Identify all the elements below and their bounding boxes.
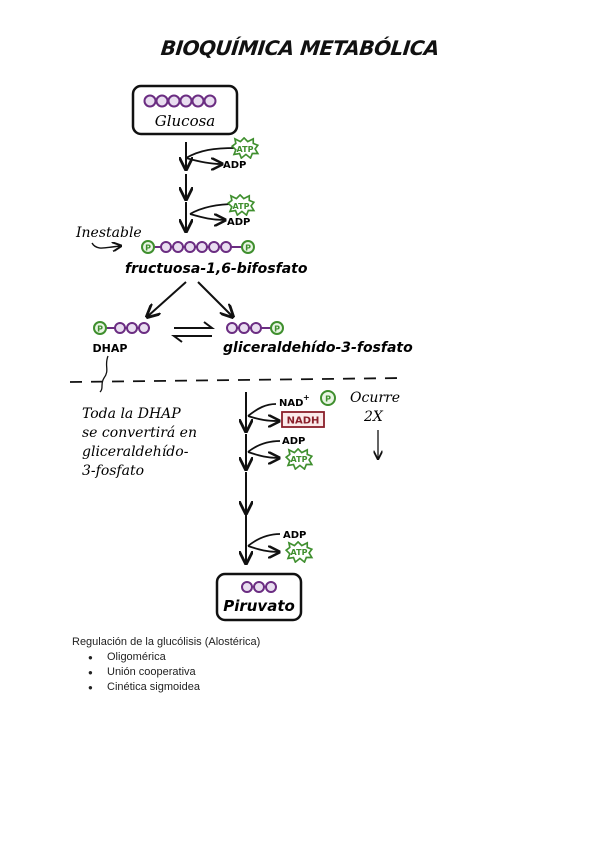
step-6: NAD + P NADH	[246, 390, 336, 430]
glycolysis-diagram: Glucosa ATP ADP ATP ADP Inestable P P	[69, 84, 413, 622]
adp-label: ADP	[223, 160, 246, 171]
occurs-twice-note: Ocurre 2X	[350, 390, 400, 458]
step-10: ADP ATP	[246, 526, 313, 562]
phosphate-icon	[270, 321, 284, 335]
note-line: gliceraldehído-	[82, 444, 189, 460]
phosphate-label: P	[325, 395, 331, 404]
step-1: ATP ADP	[186, 137, 259, 171]
pyruvate-label: Piruvato	[223, 597, 295, 615]
regulation-list: Oligomérica Unión cooperativa Cinética s…	[72, 650, 260, 695]
step-3: ATP ADP	[186, 194, 255, 230]
g3p-label: gliceraldehído-3-fosfato	[223, 340, 413, 356]
glucose-carbon-chain	[143, 94, 217, 108]
note-line: Toda la DHAP	[82, 406, 181, 422]
equilibrium-arrows	[171, 321, 215, 343]
phosphate-icon	[141, 240, 155, 254]
dhap-label: DHAP	[93, 342, 128, 355]
dhap-molecule: P	[93, 321, 150, 335]
note-line: se convertirá en	[82, 425, 197, 441]
list-item: Oligomérica	[88, 650, 260, 665]
unstable-label: Inestable	[75, 225, 142, 241]
phosphate-icon	[93, 321, 107, 335]
phosphate-icon	[241, 240, 255, 254]
adp-label: ADP	[283, 530, 306, 541]
unstable-arrow	[91, 243, 120, 248]
glucose-box: Glucosa	[131, 84, 239, 136]
fructose-label: fructuosa-1,6-bifosfato	[125, 261, 308, 277]
regulation-section: Regulación de la glucólisis (Alostérica)…	[72, 636, 260, 695]
pyruvate-box: Piruvato	[215, 572, 303, 622]
nadh-box	[281, 411, 325, 428]
list-item: Unión cooperativa	[88, 665, 260, 680]
fructose-chain: P P	[141, 240, 255, 254]
phosphate-label: P	[97, 325, 103, 334]
nad-label: NAD	[279, 398, 303, 409]
phosphate-label: P	[145, 244, 151, 253]
adp-label: ADP	[282, 436, 305, 447]
note-line: 3-fosfato	[82, 463, 144, 479]
phosphate-icon	[320, 390, 336, 406]
atp-label: ATP	[237, 145, 254, 154]
dhap-note: Toda la DHAP se convertirá en gliceralde…	[82, 406, 197, 479]
adp-label: ADP	[227, 217, 250, 228]
split-arrow-left	[148, 281, 187, 316]
split-arrow-right	[197, 281, 232, 316]
glucose-label: Glucosa	[155, 112, 216, 130]
nadh-label: NADH	[287, 416, 320, 427]
note-connector	[99, 355, 109, 393]
phase-divider	[69, 377, 405, 383]
atp-label: ATP	[291, 548, 308, 557]
occurs-label: Ocurre	[350, 390, 400, 406]
list-item: Cinética sigmoidea	[88, 680, 260, 695]
regulation-heading: Regulación de la glucólisis (Alostérica)	[72, 636, 261, 648]
atp-label: ATP	[291, 455, 308, 464]
phosphate-label: P	[245, 244, 251, 253]
g3p-molecule: P	[226, 321, 284, 335]
step-7: ADP ATP	[246, 434, 313, 469]
times-label: 2X	[363, 409, 384, 425]
phosphate-label: P	[274, 325, 280, 334]
atp-label: ATP	[233, 202, 250, 211]
nad-charge: +	[303, 393, 310, 402]
